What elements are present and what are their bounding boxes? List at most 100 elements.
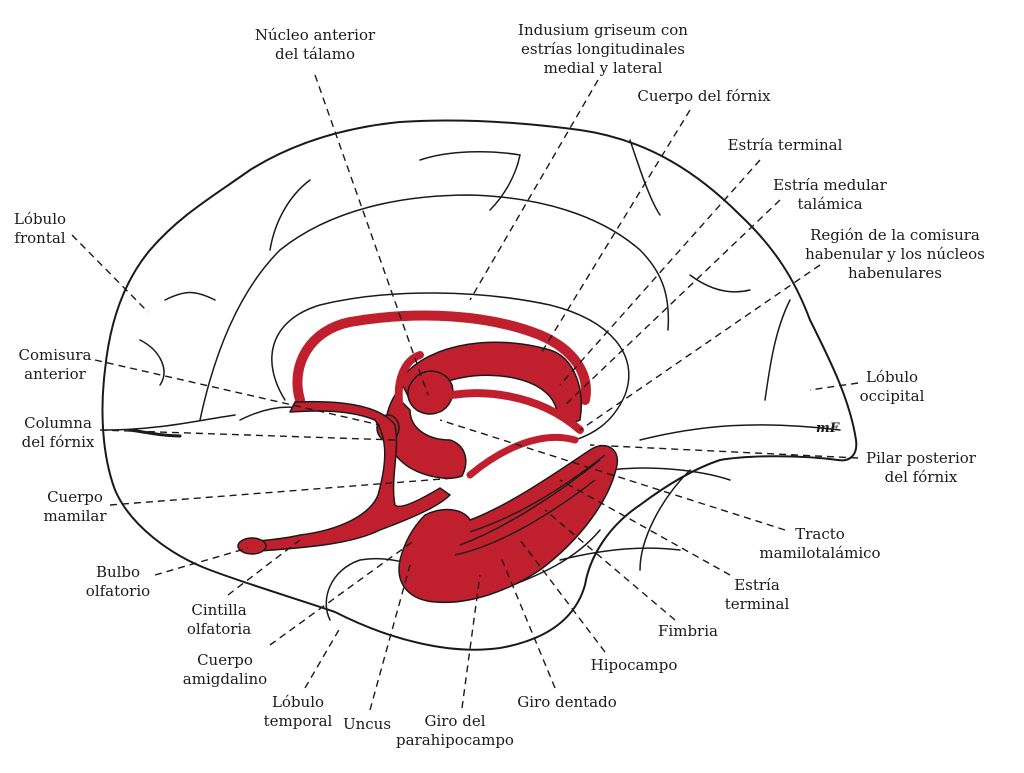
indusium-inner-arch: [292, 310, 591, 405]
brain-outline: [101, 119, 858, 651]
label-comisura-anterior-line-1: Comisura: [18, 346, 91, 364]
label-fimbria: Fimbria: [658, 622, 718, 640]
sulcus-10: [559, 547, 681, 561]
indusium-griseum-arch: [271, 292, 630, 441]
label-estria-terminal-top: Estría terminal: [728, 136, 843, 154]
leader-indusium: [469, 79, 599, 301]
label-comisura-anterior-line-2: anterior: [24, 365, 87, 383]
label-cuerpo-fornix-line-1: Cuerpo del fórnix: [637, 87, 771, 105]
leader-bulbo-olfatorio: [154, 547, 249, 576]
label-fimbria-line-1: Fimbria: [658, 622, 718, 640]
leader-pilar-posterior: [589, 444, 859, 459]
mammillothalamic-tract: [394, 351, 424, 414]
leader-region-comisura: [579, 264, 821, 431]
dentate-line: [454, 479, 596, 556]
label-estria-terminal-bottom-line-2: terminal: [725, 595, 790, 613]
label-nucleo-anterior-line-2: del tálamo: [275, 45, 355, 63]
leader-estria-medular: [564, 199, 781, 406]
leader-comisura-anterior: [94, 359, 381, 426]
label-cuerpo-mamilar-line-2: mamilar: [43, 507, 107, 525]
leader-estria-terminal-bottom: [559, 479, 731, 576]
fimbria-line: [459, 459, 601, 546]
hemisphere-contour: [101, 119, 858, 651]
label-cuerpo-amigdalino-line-2: amigdalino: [183, 670, 267, 688]
diagonal-band: [242, 400, 451, 552]
label-giro-parahipocampo-line-1: Giro del: [424, 712, 485, 730]
stria-medullaris: [426, 389, 584, 434]
label-hipocampo-line-1: Hipocampo: [591, 656, 678, 674]
label-giro-parahipocampo-line-2: parahipocampo: [396, 731, 514, 749]
label-cuerpo-mamilar-line-1: Cuerpo: [47, 488, 103, 506]
leader-cintilla-olfatoria: [227, 539, 301, 596]
label-bulbo-olfatorio-line-2: olfatorio: [86, 582, 150, 600]
leader-nucleo-anterior: [314, 74, 429, 396]
label-cintilla-olfatoria-line-2: olfatoria: [187, 620, 251, 638]
label-indusium-line-1: Indusium griseum con: [518, 21, 688, 39]
sulcus-7: [689, 274, 751, 293]
label-giro-dentado-line-1: Giro dentado: [517, 693, 617, 711]
label-nucleo-anterior-line-1: Núcleo anterior: [255, 26, 376, 44]
artist-signature: mF: [816, 421, 840, 436]
sulcus-1: [139, 339, 165, 386]
label-estria-medular-line-2: talámica: [797, 195, 862, 213]
label-lobulo-temporal-line-2: temporal: [264, 712, 333, 730]
leader-cuerpo-amigdalino: [269, 539, 416, 646]
label-columna-fornix-line-1: Columna: [24, 414, 92, 432]
label-estria-medular-line-1: Estría medular: [773, 176, 887, 194]
sulcus-parieto-occipital: [764, 299, 791, 401]
label-bulbo-olfatorio-line-1: Bulbo: [96, 563, 140, 581]
label-lobulo-occipital-line-2: occipital: [860, 387, 925, 405]
leader-lobulo-occipital: [809, 382, 859, 391]
label-pilar-posterior-line-2: del fórnix: [885, 468, 958, 486]
anterior-thalamic-nucleus: [407, 370, 454, 415]
label-estria-terminal-top-line-1: Estría terminal: [728, 136, 843, 154]
leader-uncus: [369, 564, 411, 711]
leader-lobulo-temporal: [304, 627, 341, 689]
sulcus-5: [419, 151, 521, 211]
fornix-crus: [466, 433, 579, 479]
label-lobulo-frontal-line-1: Lóbulo: [14, 210, 66, 228]
sulcus-6: [629, 139, 661, 216]
sulcus-4: [269, 179, 311, 251]
olfactory-bulb: [237, 537, 267, 555]
label-region-comisura-line-2: habenular y los núcleos: [805, 245, 985, 263]
leader-giro-parahipocampo: [461, 574, 481, 709]
label-lobulo-frontal-line-2: frontal: [14, 229, 65, 247]
leader-fimbria: [544, 509, 676, 621]
label-indusium-line-3: medial y lateral: [544, 59, 663, 77]
label-cintilla-olfatoria-line-1: Cintilla: [191, 601, 246, 619]
label-hipocampo: Hipocampo: [591, 656, 678, 674]
label-giro-dentado: Giro dentado: [517, 693, 617, 711]
label-lobulo-occipital-line-1: Lóbulo: [866, 368, 918, 386]
sulcus-calcarine: [639, 424, 841, 441]
leader-columna-fornix: [99, 429, 396, 441]
label-uncus: Uncus: [343, 715, 391, 733]
sulcus-3: [164, 291, 216, 301]
sulcus-2: [104, 414, 236, 431]
hippocampus-line: [469, 454, 606, 533]
label-uncus-line-1: Uncus: [343, 715, 391, 733]
limbic-structures: [237, 292, 630, 604]
label-region-comisura-line-3: habenulares: [848, 264, 942, 282]
sulcus-8: [609, 467, 731, 481]
label-estria-terminal-bottom-line-1: Estría: [734, 576, 780, 594]
label-cuerpo-fornix: Cuerpo del fórnix: [637, 87, 771, 105]
